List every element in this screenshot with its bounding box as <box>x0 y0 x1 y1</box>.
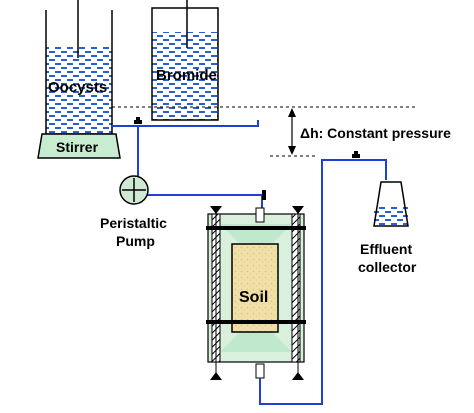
inlet-valve <box>262 190 266 200</box>
peristaltic-pump-icon <box>119 175 149 205</box>
bromide-reservoir <box>151 0 219 121</box>
delta-h-arrow <box>288 108 296 155</box>
tubing-valve <box>134 117 142 124</box>
outlet-tubing <box>259 159 387 405</box>
pump-label-line1: Peristaltic <box>100 215 167 231</box>
stirrer <box>37 133 121 159</box>
collector-label-line1: Effluent <box>360 241 412 257</box>
outlet-valve <box>352 151 360 158</box>
oocysts-reservoir <box>45 0 113 135</box>
bromide-label: Bromide <box>156 67 217 84</box>
inlet-tubing <box>112 120 263 208</box>
soil-label: Soil <box>239 289 268 306</box>
oocysts-label: Oocysts <box>48 79 107 96</box>
delta-h-label: Δh: Constant pressure <box>300 125 451 141</box>
stirrer-label: Stirrer <box>56 139 99 155</box>
soil-column <box>206 206 306 380</box>
effluent-collector <box>373 181 409 227</box>
pump-label-line2: Pump <box>116 233 155 249</box>
collector-label-line2: collector <box>358 259 417 275</box>
